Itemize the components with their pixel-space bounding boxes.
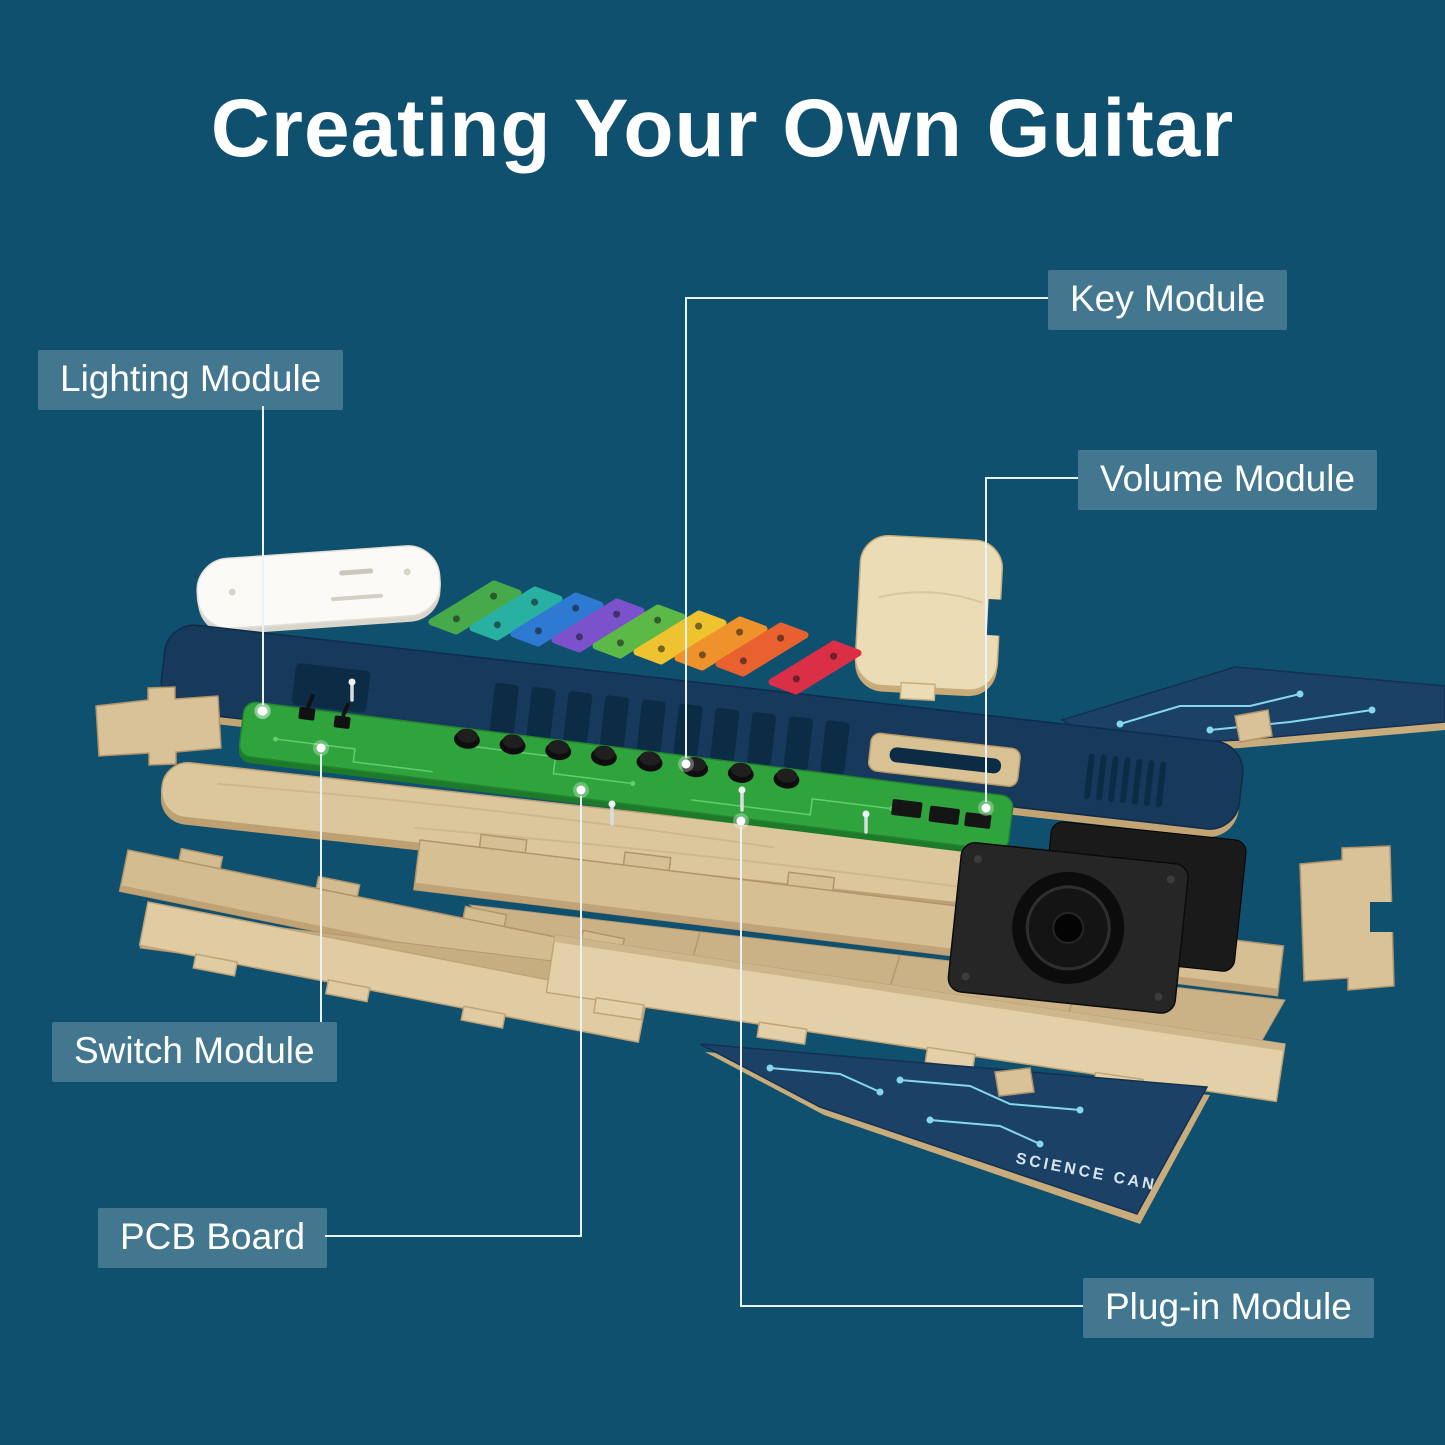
key-bar <box>469 586 563 641</box>
leader-dots <box>255 703 994 829</box>
speaker <box>947 821 1247 1014</box>
xylophone-keys <box>428 580 862 695</box>
pcb-connectors <box>891 799 992 829</box>
label-volume-module: Volume Module <box>1078 450 1378 511</box>
wing-panel-bottom: SCIENCE CAN <box>699 1043 1210 1224</box>
top-plate <box>196 545 441 635</box>
volume-module-plate <box>854 535 1005 702</box>
screw-pins <box>348 678 870 834</box>
key-bar <box>715 622 809 677</box>
leader-lines <box>262 297 1083 1307</box>
key-bar <box>510 592 604 647</box>
label-pcb-board: PCB Board <box>98 1208 328 1269</box>
label-key-module: Key Module <box>1048 270 1288 331</box>
volume-module-line <box>985 477 1078 802</box>
key-bar <box>633 610 727 665</box>
right-bracket-piece <box>1299 845 1396 991</box>
speaker-grille <box>1084 753 1167 808</box>
key-bar <box>428 580 522 635</box>
key-bar <box>768 640 862 695</box>
label-lighting-module: Lighting Module <box>38 350 344 411</box>
label-plug-in-module: Plug-in Module <box>1083 1278 1374 1339</box>
pcb-board-line <box>325 796 582 1237</box>
body-front-rail <box>545 934 1286 1103</box>
key-module-line <box>685 297 1048 758</box>
pcb-switches <box>298 693 351 729</box>
label-switch-module: Switch Module <box>52 1022 337 1083</box>
pcb-board-graphic <box>238 693 1014 856</box>
key-bar <box>592 604 686 659</box>
plug-in-module-line <box>740 827 1083 1307</box>
key-bar <box>551 598 645 653</box>
key-bar <box>674 616 768 671</box>
page-title: Creating Your Own Guitar <box>210 83 1235 174</box>
wing-connector-tab <box>994 1067 1035 1097</box>
faceplate-key-slots <box>489 682 850 775</box>
wing-connector-tab <box>1234 709 1273 743</box>
pcb-buttons <box>453 728 800 789</box>
left-bracket-piece <box>95 686 222 766</box>
faceplate <box>160 624 1244 838</box>
neck-front-rail <box>138 901 648 1044</box>
